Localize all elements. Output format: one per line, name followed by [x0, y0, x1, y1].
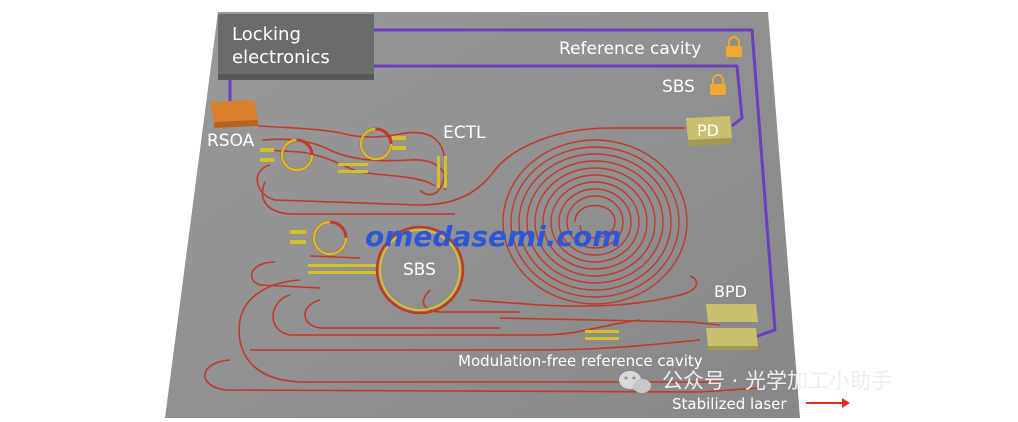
- modulation-free-heater: [585, 330, 619, 340]
- sbs-filter-ring: [290, 220, 348, 256]
- wechat-icon: [619, 371, 651, 393]
- locking-electronics-label-line2: electronics: [232, 47, 330, 68]
- bpd-block: [706, 304, 758, 350]
- sbs-ring-label: SBS: [403, 260, 436, 280]
- sbs-ring: [375, 225, 465, 315]
- sbs-heater-bar: [308, 264, 378, 274]
- waveguides: [204, 125, 761, 393]
- ectl-label: ECTL: [443, 123, 486, 143]
- chip-substrate: [165, 12, 800, 418]
- ectl-phase-heater: [437, 156, 447, 188]
- site-watermark: omedasemi.com: [365, 220, 621, 253]
- sbs-lock-label: SBS: [662, 77, 695, 97]
- modulation-free-label: Modulation-free reference cavity: [458, 352, 703, 370]
- lock-icon: [726, 36, 742, 57]
- pd-block: [686, 116, 732, 146]
- locking-electronics-box: Locking electronics: [218, 14, 374, 80]
- account-watermark: 公众号 · 光学加工小助手: [662, 369, 892, 393]
- rsoa-label: RSOA: [207, 131, 255, 151]
- stabilized-laser-label: Stabilized laser: [672, 395, 787, 413]
- bpd-label: BPD: [714, 282, 747, 301]
- spiral-reference-cavity: [502, 139, 688, 305]
- ectl-ring-2: [359, 127, 406, 161]
- ectl-ring-1: [260, 138, 314, 172]
- rsoa-block: [210, 100, 258, 128]
- reference-cavity-label: Reference cavity: [559, 39, 701, 59]
- locking-electronics-label-line1: Locking: [232, 24, 301, 45]
- lock-icon: [710, 74, 726, 95]
- arrow-right-icon: [806, 398, 850, 408]
- ectl-heater-bar: [338, 163, 368, 173]
- pd-label: PD: [697, 121, 719, 140]
